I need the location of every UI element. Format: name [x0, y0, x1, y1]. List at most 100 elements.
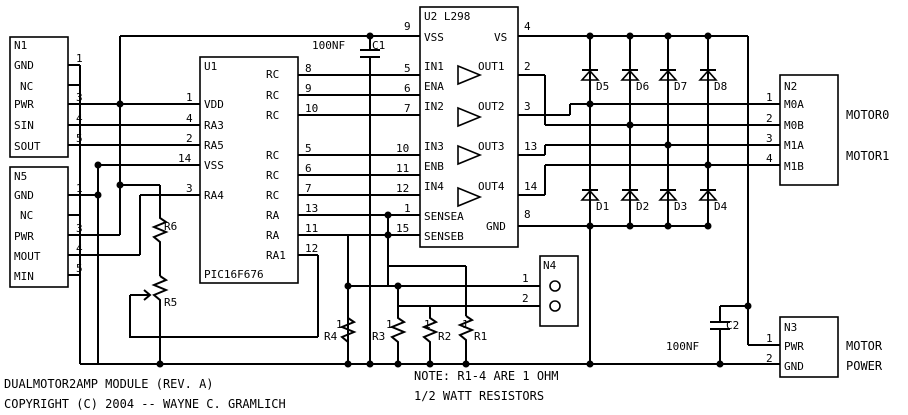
c1-capacitor — [360, 36, 380, 364]
r1-label: R1 — [474, 330, 487, 343]
n2-pin-m0b: M0B — [784, 119, 804, 132]
u1-pin-rc-6: RC — [266, 189, 279, 202]
note-line-2: 1/2 WATT RESISTORS — [414, 389, 544, 403]
n5-pin-num-5: 5 — [76, 262, 83, 275]
diode-d8 — [698, 69, 718, 81]
c1-value: 100NF — [312, 39, 345, 52]
u2-pin-num-8: 8 — [524, 208, 531, 221]
u1-pin-rc-3: RC — [266, 109, 279, 122]
u1-pin-num-10: 10 — [305, 102, 318, 115]
n4-terminal-1 — [549, 280, 561, 292]
u1-pin-rc-5: RC — [266, 169, 279, 182]
note-line-1: NOTE: R1-4 ARE 1 OHM — [414, 369, 559, 383]
u1-pin-num-14: 14 — [178, 152, 192, 165]
n5-pin-pwr: PWR — [14, 230, 34, 243]
motor1-label: MOTOR1 — [846, 149, 889, 163]
u1-pin-num-5: 5 — [305, 142, 312, 155]
d4-label: D4 — [714, 200, 728, 213]
n3-pin-num-2: 2 — [766, 352, 773, 365]
resistor-r4 — [339, 317, 357, 343]
n5-pin-num-1: 1 — [76, 182, 83, 195]
u1-pin-rc-2: RC — [266, 89, 279, 102]
n1-pin-nc: NC — [20, 80, 33, 93]
n1-pin-sin: SIN — [14, 119, 34, 132]
resistor-r2 — [421, 306, 439, 364]
d5-label: D5 — [596, 80, 609, 93]
u1-pin-num-13: 13 — [305, 202, 318, 215]
c2-value: 100NF — [666, 340, 699, 353]
u1-u2-signal-wires — [298, 74, 420, 337]
u2-pin-num-3: 3 — [524, 100, 531, 113]
u2-pin-vs: VS — [494, 31, 507, 44]
n5-connector-box — [9, 166, 69, 288]
u2-pin-in2: IN2 — [424, 100, 444, 113]
resistor-r3 — [389, 306, 407, 364]
u2-pin-in3: IN3 — [424, 140, 444, 153]
u2-pin-ena: ENA — [424, 80, 444, 93]
n3-pin-num-1: 1 — [766, 332, 773, 345]
u2-pin-vss: VSS — [424, 31, 444, 44]
diode-d3 — [658, 189, 678, 201]
n3-label: N3 — [784, 321, 797, 334]
c2-capacitor — [710, 305, 748, 364]
n2-label: N2 — [784, 80, 797, 93]
n5-pin-min: MIN — [14, 270, 34, 283]
n3-pin-gnd: GND — [784, 360, 804, 373]
diode-d4 — [698, 189, 718, 201]
u2-pin-out1: OUT1 — [478, 60, 505, 73]
d7-label: D7 — [674, 80, 687, 93]
u1-pin-num-9: 9 — [305, 82, 312, 95]
u2-pin-num-12: 12 — [396, 182, 409, 195]
c2-label: C2 — [726, 319, 739, 332]
u1-pin-num-3: 3 — [186, 182, 193, 195]
u1-pin-ra3: RA3 — [204, 119, 224, 132]
c1-label: C1 — [372, 39, 385, 52]
u1-pin-rc-4: RC — [266, 149, 279, 162]
n4-pin-num-2: 2 — [522, 292, 529, 305]
resistor-r6 — [151, 185, 169, 276]
u1-pin-ra-1: RA — [266, 209, 280, 222]
u2-pin-num-10: 10 — [396, 142, 409, 155]
diode-d2 — [620, 189, 640, 201]
u2-pin-in4: IN4 — [424, 180, 444, 193]
r3-value: 1 — [386, 318, 393, 331]
motor-power-label-2: POWER — [846, 359, 883, 373]
n2-pin-m1a: M1A — [784, 139, 804, 152]
u2-pin-num-7: 7 — [404, 102, 411, 115]
r2-label: R2 — [438, 330, 451, 343]
u2-pin-gnd: GND — [486, 220, 506, 233]
diode-d1 — [580, 189, 600, 201]
u2-l298-box — [419, 6, 519, 248]
u1-pin-vss: VSS — [204, 159, 224, 172]
n4-label: N4 — [543, 259, 557, 272]
n5-pin-num-4: 4 — [76, 242, 83, 255]
n2-pin-num-1: 1 — [766, 91, 773, 104]
n2-pin-num-2: 2 — [766, 112, 773, 125]
u2-amp-1-icon — [457, 64, 483, 86]
u2-pin-out4: OUT4 — [478, 180, 505, 193]
u1-pin-num-2: 2 — [186, 132, 193, 145]
n1-pin-sout: SOUT — [14, 140, 41, 153]
junction-dots — [94, 32, 752, 368]
n5-wires — [68, 194, 140, 276]
u2-pin-out2: OUT2 — [478, 100, 505, 113]
u2-pin-in1: IN1 — [424, 60, 444, 73]
u1-label: U1 — [204, 60, 217, 73]
motor-power-label-1: MOTOR — [846, 339, 883, 353]
u2-pin-num-15: 15 — [396, 222, 409, 235]
u1-pic-box — [199, 56, 299, 284]
r6-label: R6 — [164, 220, 177, 233]
n2-pin-num-4: 4 — [766, 152, 773, 165]
sense-wires — [347, 215, 540, 364]
u2-pin-num-11: 11 — [396, 162, 409, 175]
d2-label: D2 — [636, 200, 649, 213]
u1-pin-num-4: 4 — [186, 112, 193, 125]
n5-label: N5 — [14, 170, 27, 183]
u1-pin-ra4: RA4 — [204, 189, 224, 202]
r3-label: R3 — [372, 330, 385, 343]
u2-pin-num-5: 5 — [404, 62, 411, 75]
u2-pin-out3: OUT3 — [478, 140, 505, 153]
r2-value: 1 — [424, 318, 431, 331]
